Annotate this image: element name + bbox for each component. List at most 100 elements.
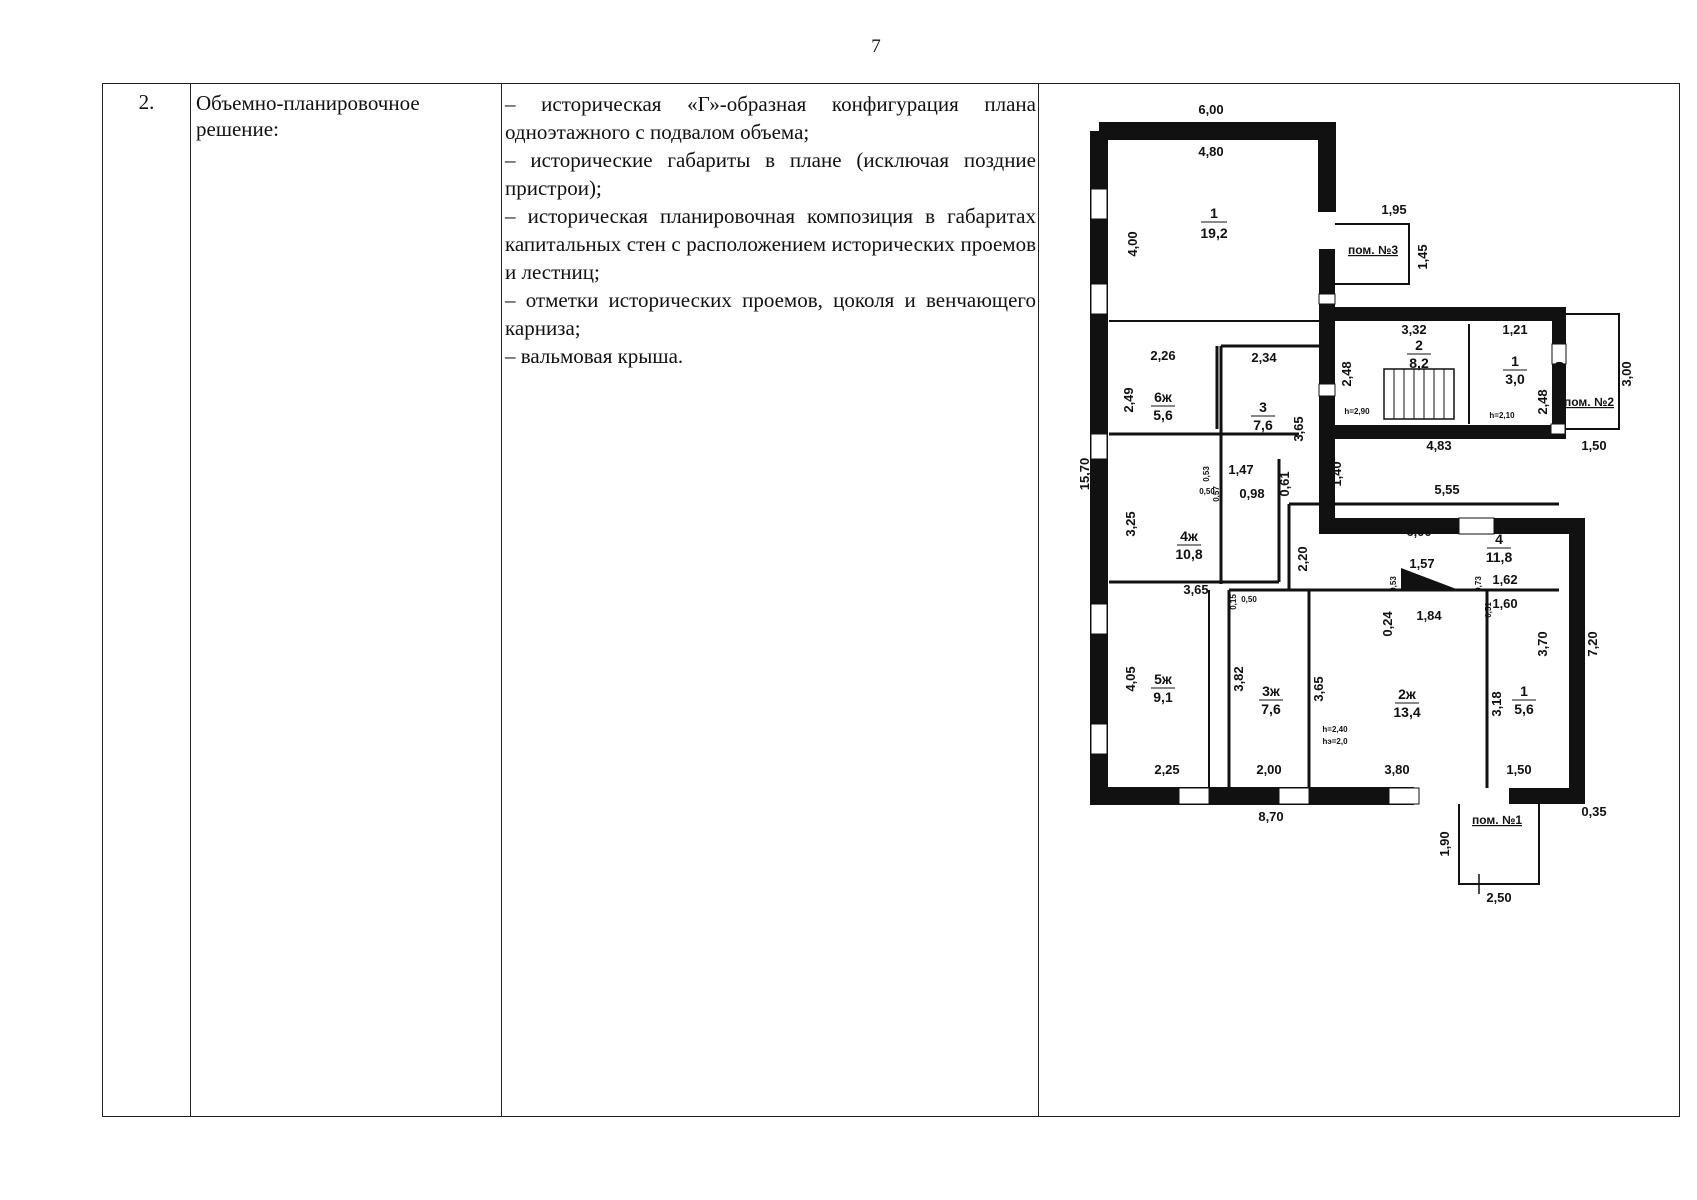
dim-small-0-53: 0,53 (1202, 466, 1211, 482)
dim-0-24: 0,24 (1380, 611, 1395, 637)
room-4zh-number: 4ж (1180, 528, 1199, 544)
porch-2 (1559, 313, 1620, 430)
dim-6-00-top: 6,00 (1198, 102, 1223, 117)
wall-annex (1327, 307, 1566, 439)
floor-plan: 6,00 4,80 4,00 1,95 1,45 3,32 1,21 3,00 … (1039, 84, 1679, 1116)
room-1b-area: 3,0 (1505, 371, 1525, 387)
dim-1-21: 1,21 (1502, 322, 1527, 337)
room-2-area: 8,2 (1409, 355, 1429, 371)
label-pom-3: пом. №3 (1348, 243, 1398, 257)
dim-2-48a: 2,48 (1339, 361, 1354, 386)
dim-1-95: 1,95 (1381, 202, 1406, 217)
dim-2-20: 2,20 (1295, 546, 1310, 571)
room-3-number: 3 (1259, 399, 1267, 415)
dim-3-00b: 3,00 (1619, 361, 1634, 386)
dim-3-18: 3,18 (1489, 691, 1504, 716)
row-title: Объемно-планировочное решение: (196, 91, 420, 141)
dim-3-70: 3,70 (1535, 631, 1550, 656)
dim-2-34: 2,34 (1251, 350, 1277, 365)
room-4-number: 4 (1495, 531, 1503, 547)
col-number (103, 84, 191, 1116)
dim-4-83: 4,83 (1426, 438, 1451, 453)
dim-3-25: 3,25 (1123, 511, 1138, 536)
outer-wall-west-south (1090, 131, 1414, 805)
dim-7-20: 7,20 (1585, 631, 1600, 656)
item-1: – историческая «Г»-образная конфигурация… (505, 92, 1036, 144)
label-he-2-0: hэ=2,0 (1322, 737, 1348, 746)
dim-3-82: 3,82 (1231, 666, 1246, 691)
dim-0-98: 0,98 (1239, 486, 1264, 501)
dim-3-65c: 3,65 (1311, 676, 1326, 701)
dim-8-70: 8,70 (1258, 809, 1283, 824)
dim-2-49: 2,49 (1121, 387, 1136, 412)
dim-2-48b: 2,48 (1535, 389, 1550, 414)
dim-5-55: 5,55 (1434, 482, 1459, 497)
label-pom-1: пом. №1 (1472, 813, 1522, 827)
item-3: – историческая планировочная композиция … (505, 204, 1036, 284)
dim-4-05: 4,05 (1123, 666, 1138, 691)
dim-1-84: 1,84 (1416, 608, 1442, 623)
dim-3-80: 3,80 (1384, 762, 1409, 777)
room-4-area: 11,8 (1486, 549, 1513, 565)
wall-east-upper (1319, 249, 1459, 534)
spec-table: 2. Объемно-планировочное решение: – исто… (102, 83, 1680, 1117)
col-title (190, 84, 502, 1116)
dim-1-45: 1,45 (1415, 244, 1430, 269)
label-h-2-40: h=2,40 (1322, 725, 1348, 734)
room-3zh-area: 7,6 (1261, 701, 1281, 717)
col-description (501, 84, 1039, 1116)
dim-0-61: 0,61 (1277, 471, 1292, 496)
dim-2-00: 2,00 (1256, 762, 1281, 777)
dim-4-80: 4,80 (1198, 144, 1223, 159)
wall-east-lower (1459, 518, 1585, 804)
dim-1-40: 1,40 (1329, 461, 1344, 486)
dim-small-0-15: 0,15 (1229, 594, 1238, 610)
room-1-number: 1 (1210, 205, 1218, 221)
room-6zh-area: 5,6 (1153, 407, 1173, 423)
outer-wall-north-east (1099, 122, 1336, 212)
room-5zh-number: 5ж (1154, 671, 1173, 687)
dim-1-47: 1,47 (1228, 462, 1253, 477)
room-1c-area: 5,6 (1514, 701, 1534, 717)
room-1-area: 19,2 (1200, 225, 1227, 241)
dim-1-50b: 1,50 (1506, 762, 1531, 777)
dim-3-32: 3,32 (1401, 322, 1426, 337)
dim-small-0-57: 0,57 (1212, 486, 1221, 502)
porch-3 (1335, 223, 1410, 285)
dim-1-57: 1,57 (1409, 556, 1434, 571)
dim-3-65b: 3,65 (1183, 582, 1208, 597)
dim-0-35: 0,35 (1581, 804, 1606, 819)
dim-1-62: 1,62 (1492, 572, 1517, 587)
room-1b-number: 1 (1511, 353, 1519, 369)
label-h-2-90: h=2,90 (1344, 407, 1370, 416)
dim-4-00: 4,00 (1125, 231, 1140, 256)
row-number: 2. (138, 90, 155, 114)
dim-6-00b: 6,00 (1406, 524, 1431, 539)
dim-2-25: 2,25 (1154, 762, 1179, 777)
room-2zh-area: 13,4 (1393, 704, 1420, 720)
dim-small-0-50: 0,50 (1199, 487, 1215, 496)
dim-small-0-51: 0,51 (1484, 602, 1493, 618)
dim-1-90: 1,90 (1437, 831, 1452, 856)
floor-plan-drawing: 6,00 4,80 4,00 1,95 1,45 3,32 1,21 3,00 … (1077, 102, 1634, 905)
page-number: 7 (871, 36, 881, 57)
label-h-2-10: h=2,10 (1489, 411, 1515, 420)
room-1c-number: 1 (1520, 683, 1528, 699)
label-pom-2: пом. №2 (1564, 395, 1614, 409)
row-description: – историческая «Г»-образная конфигурация… (505, 90, 1036, 370)
dim-3-65a: 3,65 (1291, 416, 1306, 441)
dim-small-0-50b: 0,50 (1241, 595, 1257, 604)
room-5zh-area: 9,1 (1153, 689, 1173, 705)
room-2-number: 2 (1415, 337, 1423, 353)
item-2: – исторические габариты в плане (исключа… (505, 148, 1036, 200)
room-6zh-number: 6ж (1154, 389, 1173, 405)
dim-3-00a: 3,00 (1552, 361, 1567, 386)
room-3-area: 7,6 (1253, 417, 1273, 433)
room-4zh-area: 10,8 (1175, 546, 1202, 562)
dim-1-60: 1,60 (1492, 596, 1517, 611)
room-2zh-number: 2ж (1398, 686, 1417, 702)
dim-small-0-73: 0,73 (1474, 576, 1483, 592)
room-3zh-number: 3ж (1262, 683, 1281, 699)
dim-15-70: 15,70 (1077, 458, 1092, 491)
item-5: – вальмовая крыша. (505, 344, 684, 368)
